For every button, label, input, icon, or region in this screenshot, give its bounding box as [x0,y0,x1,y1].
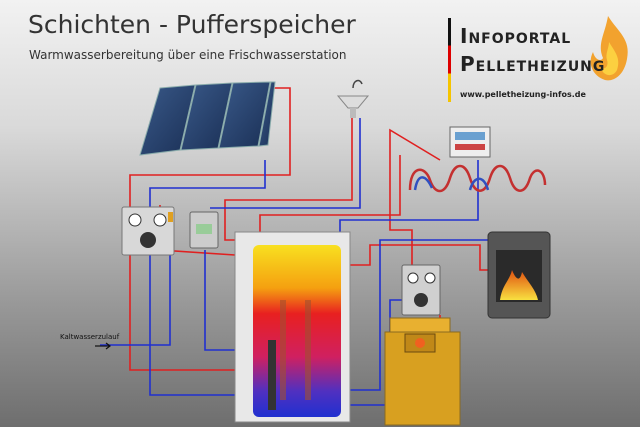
solar-controller [189,211,219,249]
pellet-boiler [384,317,461,426]
sink-icon [336,79,370,118]
underfloor-heating-distributor [449,126,491,158]
logo-url[interactable]: www.pelletheizung-infos.de [460,90,586,99]
hot-pipes [129,87,490,371]
cold-water-arrow-icon [95,342,111,350]
underfloor-heating-coils [408,164,547,193]
logo-line1: Infoportal [460,24,572,48]
logo-flag-bar [448,18,451,102]
logo: Infoportal Pelletheizung www.pelletheizu… [448,12,634,104]
fresh-water-station [121,206,175,256]
logo-line2: Pelletheizung [460,52,606,76]
flame-icon [590,16,628,81]
boiler-pump-group [401,264,441,316]
cold-water-inlet-label: Kaltwasserzulauf [60,333,120,341]
buffer-tank [234,231,351,423]
solar-collectors [139,81,276,156]
page-subtitle: Warmwasserbereitung über eine Frischwass… [29,48,347,62]
wood-stove [487,231,551,319]
page-title: Schichten - Pufferspeicher [28,10,356,39]
